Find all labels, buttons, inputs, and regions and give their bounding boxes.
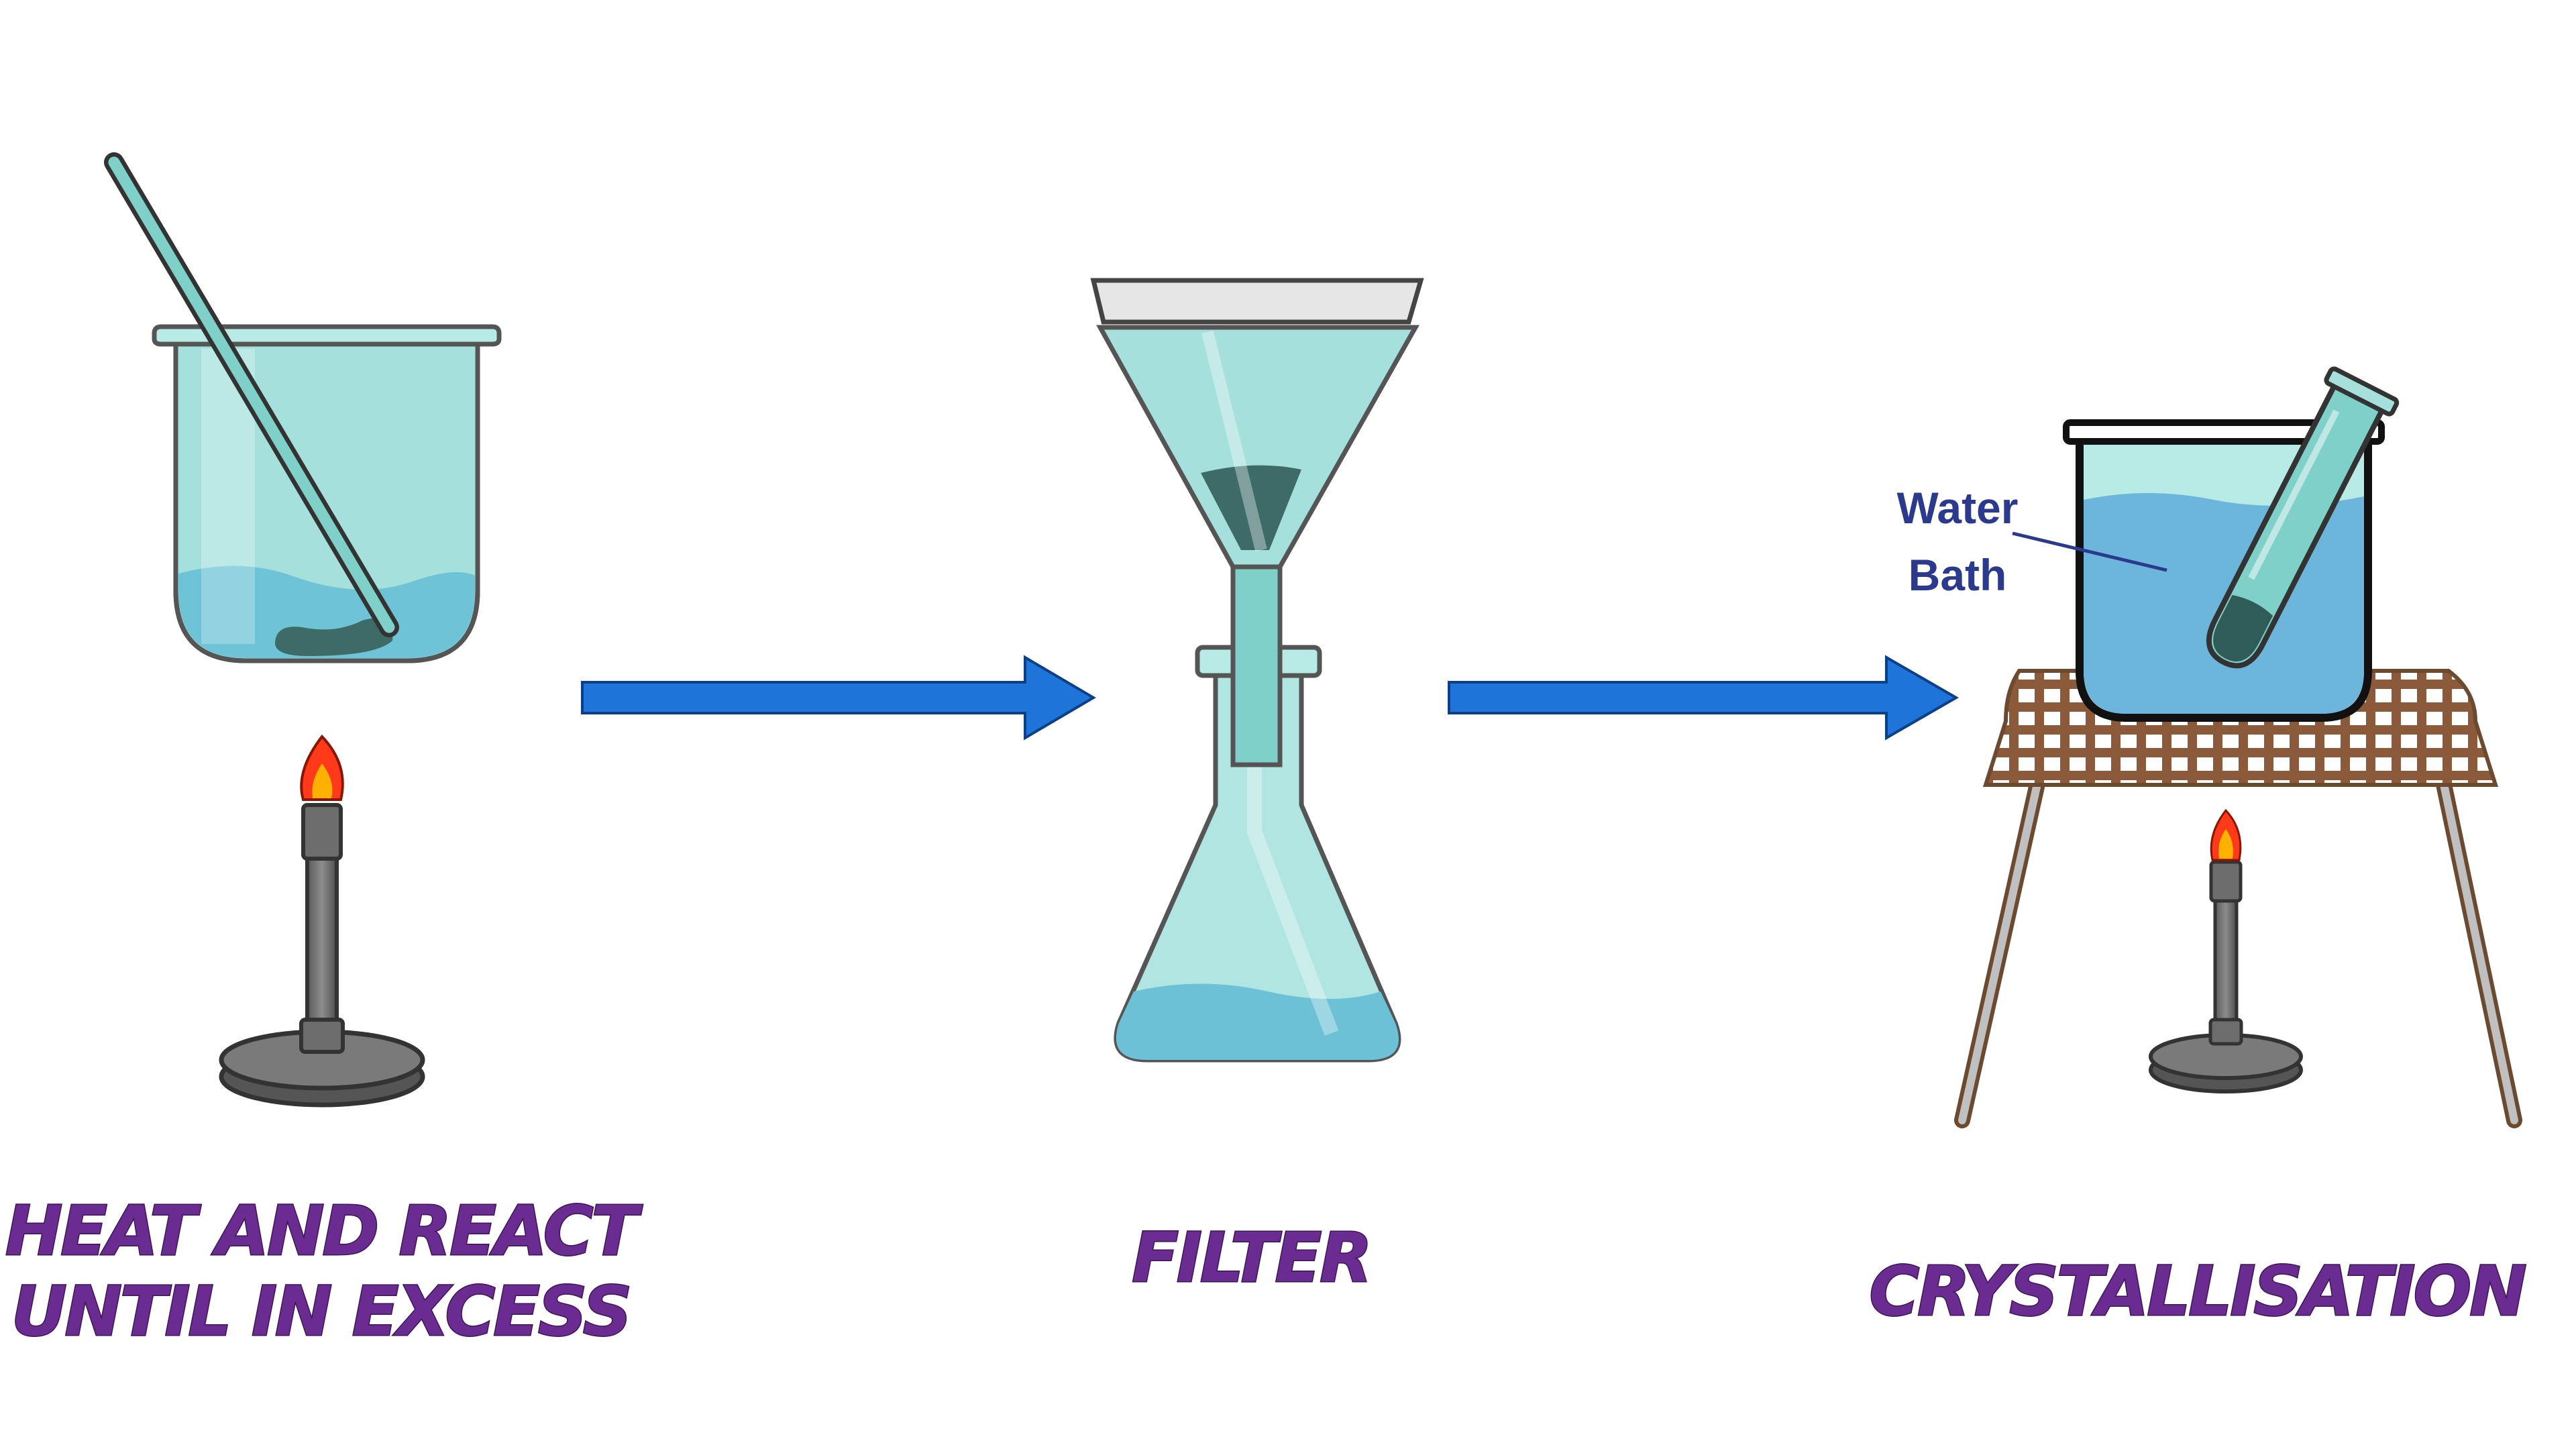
water-bath-callout: Water Bath xyxy=(1897,483,2167,600)
callout-line1: Water xyxy=(1897,483,2019,533)
stage-crystallisation: Water Bath CRYSTALLISATION xyxy=(1868,366,2529,1333)
arrow-right-icon xyxy=(581,655,1096,741)
callout-line2: Bath xyxy=(1909,550,2007,600)
bunsen-burner-icon xyxy=(219,734,425,1108)
arrow-right-icon xyxy=(1448,655,1960,741)
stage-label-crystallisation: CRYSTALLISATION xyxy=(1869,1252,2526,1332)
stage-heat: HEAT AND REACT UNTIL IN EXCESS xyxy=(4,152,646,1353)
stage-filter: FILTER xyxy=(1090,278,1424,1299)
stage-label-filter: FILTER xyxy=(1132,1218,1371,1298)
bunsen-burner-icon xyxy=(2149,808,2303,1093)
stage-label-heat-line1: HEAT AND REACT xyxy=(5,1191,643,1271)
beaker-icon xyxy=(152,324,502,663)
funnel-icon xyxy=(1090,278,1424,767)
test-tube-icon xyxy=(2206,366,2400,669)
stage-label-heat-line2: UNTIL IN EXCESS xyxy=(11,1272,631,1352)
stirring-rod-icon xyxy=(104,152,399,637)
